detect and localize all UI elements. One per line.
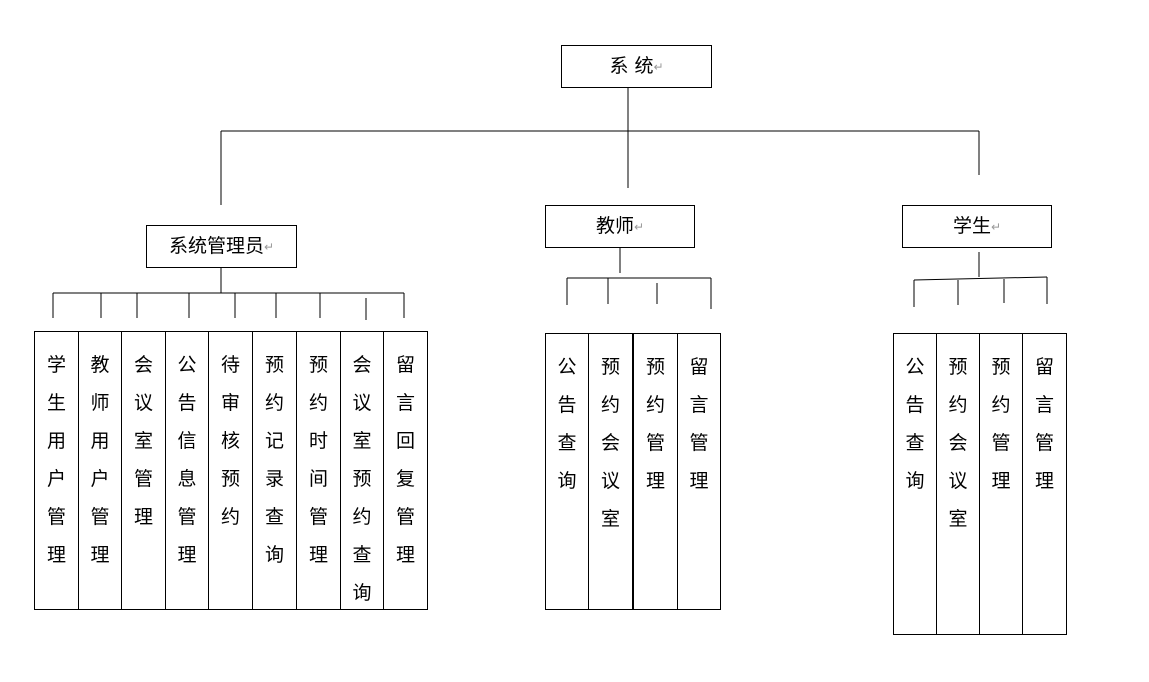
group-label: 系统管理员 bbox=[168, 235, 264, 257]
leaf-teacher-0: 公告查询 bbox=[545, 333, 589, 610]
leaf-admin-2: 会议室管理 bbox=[121, 331, 166, 610]
group-label: 教师 bbox=[595, 215, 634, 237]
root-node-system: 系 统↵ bbox=[561, 45, 712, 88]
leaf-student-1: 预约会议室 bbox=[936, 333, 980, 635]
leaf-admin-1: 教师用户管理 bbox=[78, 331, 122, 610]
leaf-student-0: 公告查询 bbox=[893, 333, 937, 635]
return-mark: ↵ bbox=[653, 59, 664, 74]
leaf-admin-0: 学生用户管理 bbox=[34, 331, 79, 610]
group-node-student: 学生↵ bbox=[902, 205, 1052, 248]
leaf-student-2: 预约管理 bbox=[979, 333, 1023, 635]
group-node-teacher: 教师↵ bbox=[545, 205, 695, 248]
group-label: 学生 bbox=[952, 215, 991, 237]
leaf-admin-6: 预约时间管理 bbox=[296, 331, 341, 610]
leaf-admin-4: 待审核预约 bbox=[208, 331, 253, 610]
leaf-teacher-2: 预约管理 bbox=[633, 333, 678, 610]
leaf-admin-8: 留言回复管理 bbox=[383, 331, 428, 610]
group-node-admin: 系统管理员↵ bbox=[146, 225, 297, 268]
leaf-admin-7: 会议室预约查询 bbox=[340, 331, 384, 610]
leaf-admin-3: 公告信息管理 bbox=[165, 331, 209, 610]
leaf-teacher-1: 预约会议室 bbox=[588, 333, 633, 610]
leaf-teacher-3: 留言管理 bbox=[677, 333, 721, 610]
leaf-student-3: 留言管理 bbox=[1022, 333, 1067, 635]
leaf-admin-5: 预约记录查询 bbox=[252, 331, 297, 610]
root-label: 系 统 bbox=[609, 55, 654, 77]
